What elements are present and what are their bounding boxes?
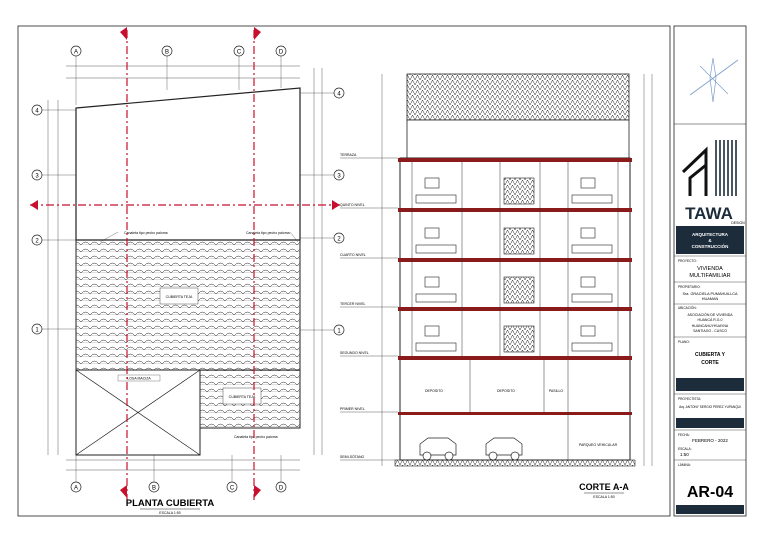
gutter-label-left: Canaleta tipo pecho paloma: [124, 231, 168, 235]
grid-col-a-top: A: [74, 50, 78, 56]
floor-content: [411, 162, 619, 460]
section-view: DEPOSITO DEPOSITO PASILLO PARQUEO VEHICU…: [340, 73, 653, 499]
grid-row-1-right: 1: [337, 329, 341, 335]
logo-sub: DESIGN: [731, 221, 745, 225]
location-line-2: HUANCÁ R.G.0: [698, 318, 723, 322]
flat-roof-area: [75, 87, 301, 241]
grid-col-c-bottom: C: [230, 486, 235, 492]
ground-label-1: DEPOSITO: [425, 389, 443, 393]
ground-label-2: DEPOSITO: [497, 389, 515, 393]
location-label: UBICACIÓN:: [678, 305, 697, 310]
level-segundo: SEGUNDO NIVEL: [340, 351, 369, 355]
scale-value: 1:50: [680, 452, 689, 457]
location-line-4: SANTIAGO - CUSCO: [693, 329, 727, 333]
plan-scale: ESCALA 1:50: [159, 511, 180, 515]
grid-row-2-left: 2: [35, 239, 39, 245]
level-tercer: TERCER NIVEL: [340, 302, 366, 306]
tile-roof-main: [75, 239, 301, 371]
cars: [419, 437, 523, 461]
grid-col-b-bottom: B: [152, 486, 156, 492]
location-line-1: ASOCIACIÓN DE VIVIENDA: [687, 312, 733, 317]
gutter-label-right: Canaleta tipo pecho paloma: [246, 231, 290, 235]
separator-band: [676, 378, 744, 391]
grid-col-bubbles: A B C D A B C D: [70, 45, 287, 493]
scale-label: ESCALA:: [678, 447, 692, 451]
firm-banner: [676, 226, 744, 254]
firm-logo: TAWA DESIGN: [676, 126, 745, 226]
grid-row-3-left: 3: [35, 174, 39, 180]
firm-line-3: CONSTRUCCIÓN: [692, 242, 729, 249]
grid-col-b-top: B: [165, 50, 169, 56]
furniture: [415, 177, 613, 353]
plan-title: PLANTA CUBIERTA: [126, 498, 215, 509]
level-quinto: QUINTO NIVEL: [340, 203, 365, 207]
sheet-label: LÁMINA:: [678, 463, 691, 467]
grid-col-d-bottom: D: [279, 486, 284, 492]
section-scale: ESCALA 1:50: [593, 495, 614, 499]
gutter-label-bottom: Canaleta tipo pecho paloma: [234, 435, 278, 439]
north-arrow-icon: [689, 57, 739, 103]
logo-text: TAWA: [685, 204, 733, 223]
grid-row-4-left: 4: [35, 109, 39, 115]
plane-line-1: CUBIERTA Y: [695, 352, 726, 358]
grid-col-c-top: C: [237, 50, 242, 56]
slab-label: LOSA MACIZA: [127, 377, 151, 381]
project-line-2: MULTIFAMILIAR: [689, 273, 730, 279]
section-cut-lines: [30, 30, 340, 500]
firm-line-2: &: [708, 238, 712, 243]
roof-label-1: CUBIERTA TEJA: [166, 295, 193, 299]
project-label: PROYECTO:: [678, 259, 697, 263]
designer-label: PROYECTISTA:: [678, 397, 701, 401]
owner-line-2: HUAMAN: [702, 297, 719, 301]
plane-label: PLANO:: [678, 340, 690, 344]
level-semisotano: SEMI-SÓTANO: [340, 454, 365, 459]
grid-row-1-left: 1: [35, 328, 39, 334]
section-title: CORTE A-A: [579, 482, 629, 492]
grid-col-a-bottom: A: [74, 486, 78, 492]
date-label: FECHA:: [678, 433, 690, 437]
grid-row-2-right: 2: [337, 237, 341, 243]
parking-label: PARQUEO VEHICULAR: [579, 443, 618, 447]
grid-row-3-right: 3: [337, 174, 341, 180]
title-block: TAWA DESIGN ARQUITECTURA & CONSTRUCCIÓN …: [673, 25, 747, 517]
owner-line-1: Sra. GRACIELA PUMAHUILLCA: [682, 292, 738, 296]
grid-row-bubbles: 4 3 2 1 4 3 2 1: [31, 87, 345, 336]
sheet-number: AR-04: [687, 484, 733, 501]
sheet-border: [17, 25, 671, 517]
grid-col-d-top: D: [279, 50, 284, 56]
firm-line-1: ARQUITECTURA: [692, 232, 729, 237]
roof-label-2: CUBIERTA TEJA: [229, 395, 256, 399]
ground-line: [394, 459, 636, 467]
project-line-1: VIVIENDA: [697, 266, 723, 272]
date-value: FEBRERO - 2022: [692, 438, 728, 443]
grid-extension-lines: [42, 56, 334, 482]
level-cuarto: CUARTO NIVEL: [340, 253, 366, 257]
grid-row-4-right: 4: [337, 92, 341, 98]
section-cut-markers: [30, 27, 340, 498]
dimension-lines: [47, 65, 323, 471]
level-markers: TERRAZA QUINTO NIVEL CUARTO NIVEL TERCER…: [340, 153, 369, 459]
location-line-3: HUANCAHUYHUAYNA: [692, 324, 729, 328]
roof-plan: A B C D A B C D 4 3 2 1 4: [30, 27, 345, 515]
level-terraza: TERRAZA: [340, 153, 357, 157]
level-lines: [340, 74, 653, 466]
floor-slabs: [398, 158, 632, 415]
section-roof: [406, 73, 630, 121]
level-primer: PRIMER NIVEL: [340, 407, 365, 411]
owner-label: PROPIETARIO:: [678, 285, 701, 289]
ground-label-3: PASILLO: [549, 389, 564, 393]
plane-line-2: CORTE: [701, 360, 719, 366]
designer-name: Arq. ANTONY SERGIO PEREZ YUPANQUI: [679, 405, 741, 409]
